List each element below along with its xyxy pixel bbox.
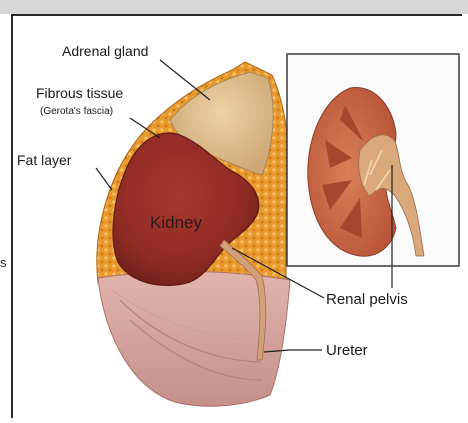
label-gerotas-fascia: (Gerota's fascia) xyxy=(40,106,113,117)
label-fibrous-tissue: Fibrous tissue xyxy=(36,85,123,101)
label-kidney: Kidney xyxy=(150,213,202,232)
leader-adrenal xyxy=(160,60,210,100)
label-adrenal-gland: Adrenal gland xyxy=(62,43,148,59)
label-fat-layer: Fat layer xyxy=(17,152,72,168)
leader-fat xyxy=(96,168,112,190)
label-ureter: Ureter xyxy=(326,342,368,359)
label-renal-pelvis: Renal pelvis xyxy=(326,291,408,308)
